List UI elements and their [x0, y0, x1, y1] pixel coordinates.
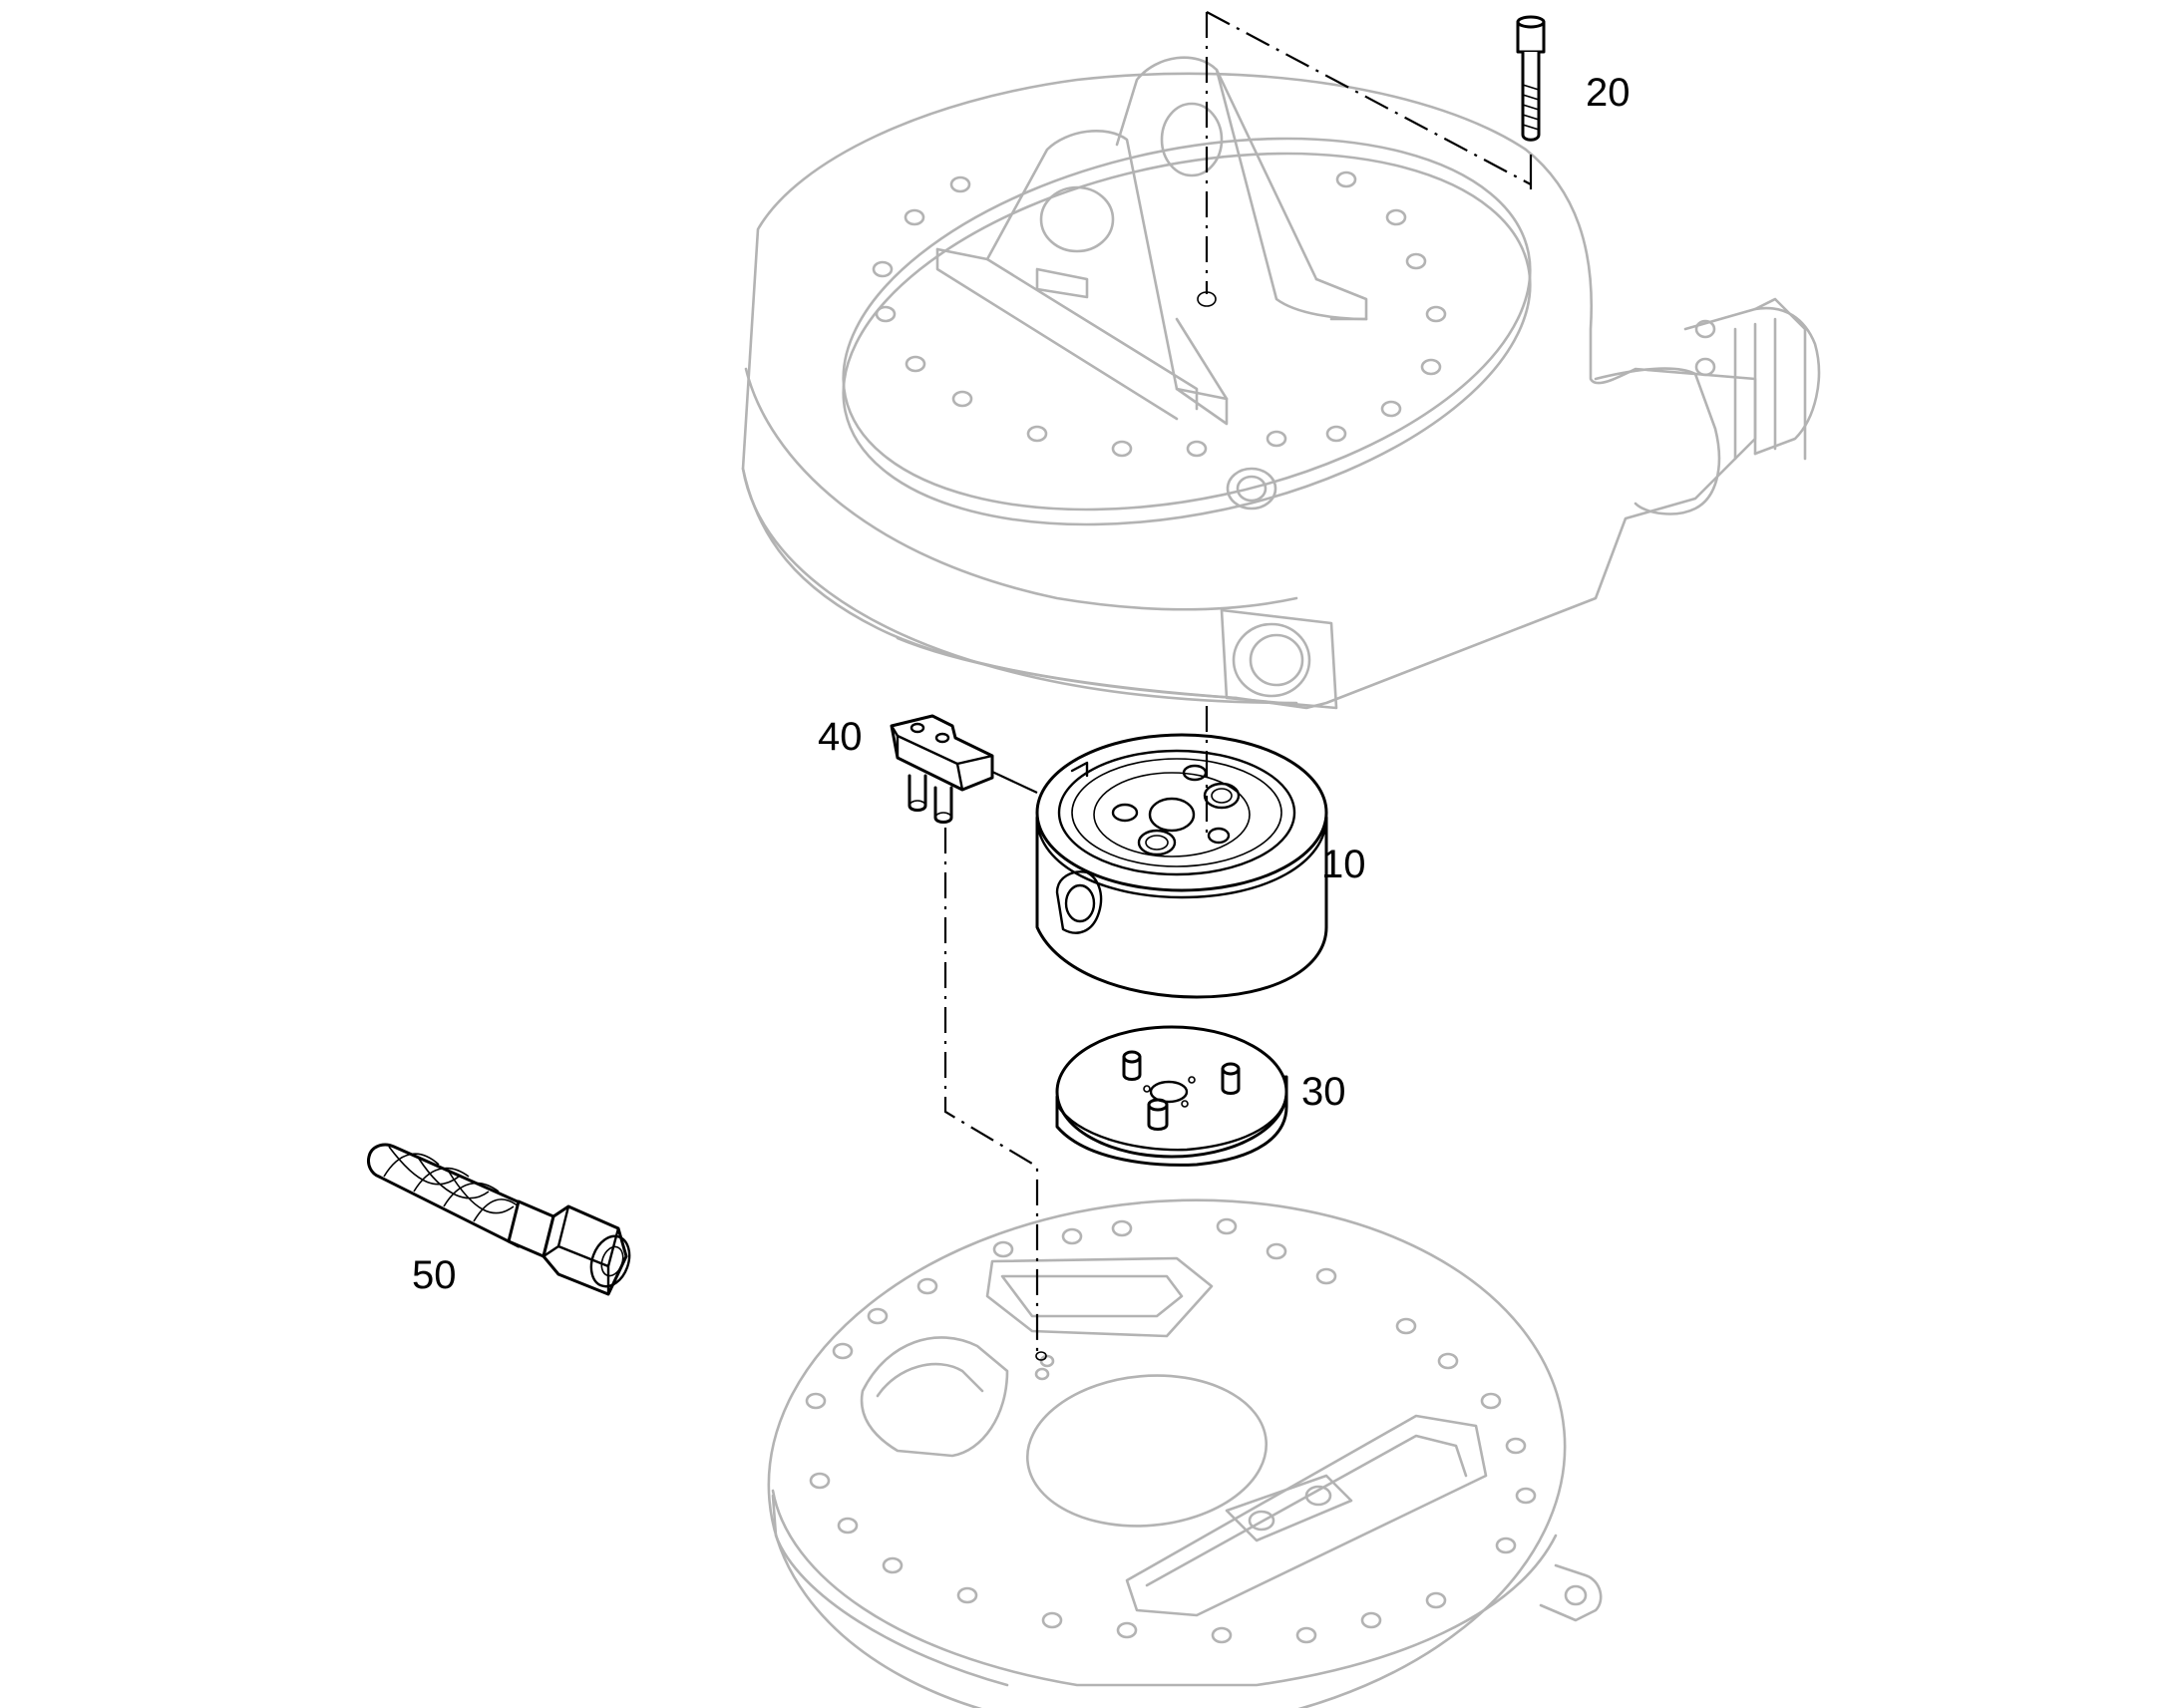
- part-20-screw: [1516, 15, 1546, 142]
- callout-20: 20: [1586, 71, 1631, 115]
- upper-housing: [741, 56, 1821, 710]
- assembly-lines: [943, 11, 1533, 1361]
- callout-30: 30: [1301, 1070, 1346, 1114]
- part-50-hose: [367, 1143, 631, 1296]
- callout-10: 10: [1321, 843, 1366, 886]
- part-30-disc: [1055, 1025, 1288, 1167]
- callouts: 20 40 10 30 50: [412, 71, 1631, 1297]
- callout-40: 40: [818, 715, 863, 759]
- part-40-bracket: [890, 714, 994, 824]
- callout-50: 50: [412, 1253, 457, 1297]
- lower-base-plate: [767, 1198, 1603, 1708]
- part-10-distributor: [1035, 733, 1328, 999]
